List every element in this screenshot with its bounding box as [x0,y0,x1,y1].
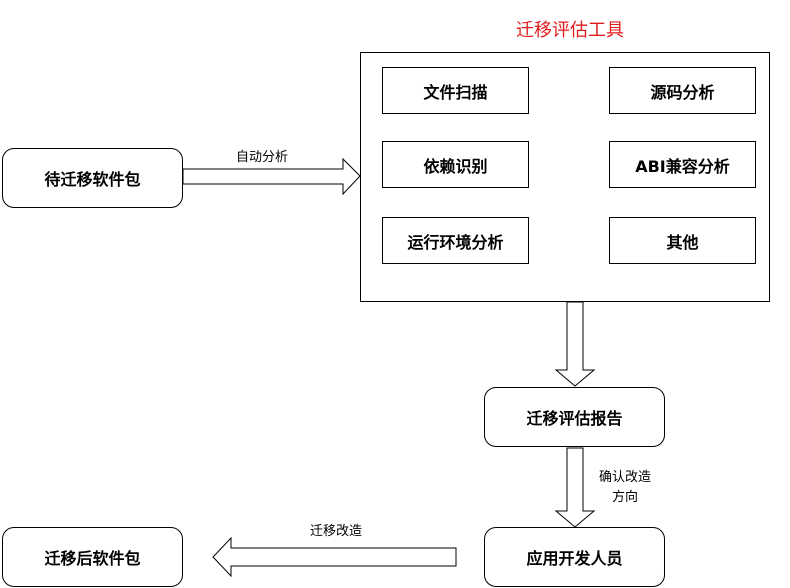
arrow-to-developer [554,447,596,528]
arrow-to-tool [182,157,361,196]
tool-item-runtime-env: 运行环境分析 [382,217,529,264]
arrow-to-migrated-package [212,536,457,578]
tool-item-other: 其他 [609,217,756,264]
arrow-to-report [554,301,596,387]
auto-analysis-label: 自动分析 [235,150,288,165]
confirm-direction-label: 确认改造 方向 [592,468,658,508]
tool-title: 迁移评估工具 [516,20,624,41]
confirm-direction-line-2: 方向 [611,490,638,505]
tool-item-dependency-recognition: 依赖识别 [382,141,529,188]
report-node: 迁移评估报告 [484,387,665,447]
migrated-package-node: 迁移后软件包 [2,527,183,587]
tool-item-file-scan: 文件扫描 [382,67,529,114]
tool-item-source-analysis: 源码分析 [609,67,756,114]
source-package-node: 待迁移软件包 [2,148,183,208]
migrate-transform-label: 迁移改造 [309,524,362,539]
tool-item-abi-compat: ABI兼容分析 [609,141,756,188]
confirm-direction-line-1: 确认改造 [598,470,651,485]
developer-node: 应用开发人员 [484,527,665,587]
